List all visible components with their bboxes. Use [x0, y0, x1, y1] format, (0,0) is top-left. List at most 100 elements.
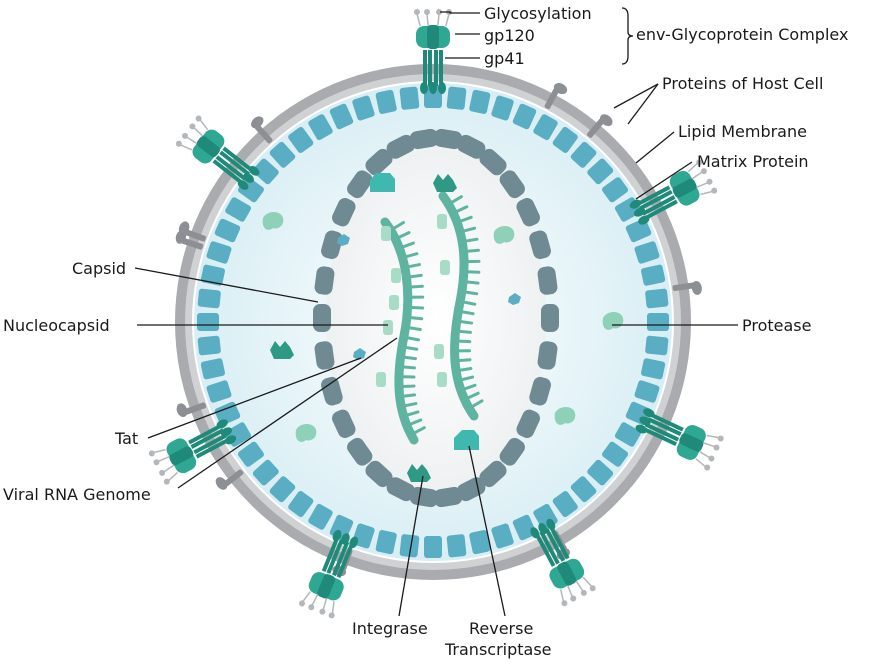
host-protein-icon [544, 83, 568, 110]
label-glycosylation: Glycosylation [484, 4, 592, 23]
matrix-protein-block [512, 514, 537, 541]
rna-base [453, 339, 472, 344]
label-reverse-transcriptase-line1: Reverse [469, 619, 533, 638]
matrix-protein-block [602, 441, 629, 467]
rna-base [456, 309, 475, 316]
capsid-segment [457, 477, 486, 502]
label-env-glycoprotein-complex: env-Glycoprotein Complex [636, 25, 848, 44]
matrix-protein-block [375, 530, 397, 555]
rna-base [389, 221, 405, 232]
capsid-segment [499, 437, 525, 466]
matrix-protein-block [288, 126, 314, 153]
capsid-segment [499, 170, 525, 199]
matrix-protein-block [399, 534, 420, 558]
matrix-protein-block [269, 476, 296, 503]
rna-base [406, 305, 425, 310]
nucleocapsid-proteins [376, 214, 450, 387]
tat-icon [337, 234, 521, 360]
capsid-segment [332, 198, 356, 227]
matrix-protein-block [214, 218, 241, 243]
matrix-protein-block [641, 264, 666, 286]
matrix-protein-block [587, 459, 614, 486]
rna-base [398, 393, 417, 399]
rna-base [404, 273, 423, 279]
protease-icon [262, 212, 624, 442]
matrix-protein-block [446, 534, 467, 558]
capsid-segment [347, 170, 373, 199]
matrix-protein-block [252, 459, 279, 486]
rna-base [402, 335, 421, 342]
capsid-segment [457, 134, 486, 159]
matrix-protein-block [200, 358, 225, 380]
capsid-segment [479, 148, 507, 176]
label-capsid: Capsid [72, 259, 126, 278]
rna-base [456, 375, 475, 383]
capsid-segment [314, 266, 335, 295]
label-proteins-of-host-cell: Proteins of Host Cell [662, 74, 823, 93]
matrix-protein-block [237, 441, 264, 467]
rna-base [462, 270, 481, 274]
matrix-protein-block [634, 241, 660, 264]
host-protein-icon [176, 402, 207, 417]
rna-base [404, 325, 422, 331]
matrix-protein-block [269, 141, 296, 168]
capsid-segment [516, 198, 540, 227]
rna-base [460, 289, 479, 296]
rna-base [397, 241, 415, 250]
matrix-protein-block [197, 313, 219, 331]
rna-base [461, 248, 480, 254]
matrix-protein-block [424, 86, 442, 108]
env-glycoprotein-icon [299, 529, 359, 619]
matrix-protein-block [552, 491, 578, 518]
label-gp120: gp120 [484, 26, 535, 45]
rna-base [467, 399, 484, 410]
capsid-segment [433, 128, 463, 150]
label-protease: Protease [742, 316, 811, 335]
capsid-segment [516, 409, 540, 438]
env-glycoprotein-icon [530, 518, 596, 607]
matrix-protein-block [491, 523, 514, 549]
host-protein-icon [251, 116, 273, 144]
matrix-protein-block [329, 103, 354, 130]
rna-base [463, 391, 480, 402]
matrix-protein-block [197, 288, 221, 309]
capsid-segment [332, 409, 356, 438]
matrix-protein-block [614, 422, 641, 447]
capsid-segment [433, 486, 463, 508]
rna-base [400, 252, 419, 260]
capsid-segment [479, 460, 507, 488]
matrix-protein-block [206, 380, 232, 403]
label-viral-rna-genome: Viral RNA Genome [3, 485, 151, 504]
rna-base [399, 355, 417, 361]
matrix-protein-block [602, 177, 629, 203]
reverse-transcriptase-icon [370, 173, 479, 450]
rna-base [459, 383, 477, 392]
viral-rna-genome [380, 191, 484, 445]
label-reverse-transcriptase-line2: Transcriptase [444, 640, 552, 659]
matrix-protein-block [200, 264, 225, 286]
host-protein-icon [672, 280, 702, 295]
rna-base [398, 365, 416, 370]
env-glycoprotein-complexes [148, 9, 724, 619]
matrix-protein-block [533, 114, 558, 141]
matrix-protein-block [469, 530, 491, 555]
matrix-protein-block [197, 335, 221, 356]
rna-base [400, 345, 419, 351]
matrix-protein-block [352, 523, 375, 549]
capsid-segment [537, 341, 558, 370]
matrix-protein-block [625, 218, 652, 243]
matrix-protein-block [225, 197, 252, 222]
matrix-protein-block [214, 401, 241, 426]
integrase-icon [270, 174, 457, 482]
env-glycoprotein-icon [148, 419, 237, 485]
label-integrase: Integrase [352, 619, 428, 638]
label-lipid-membrane: Lipid Membrane [678, 122, 807, 141]
capsid-segment [365, 148, 393, 176]
matrix-protein-block [647, 313, 669, 331]
label-matrix-protein: Matrix Protein [697, 152, 809, 171]
rna-base [405, 284, 424, 289]
env-glycoprotein-icon [635, 408, 724, 471]
capsid-segment [409, 486, 439, 508]
rna-base [409, 426, 426, 437]
matrix-protein-block [570, 476, 597, 503]
